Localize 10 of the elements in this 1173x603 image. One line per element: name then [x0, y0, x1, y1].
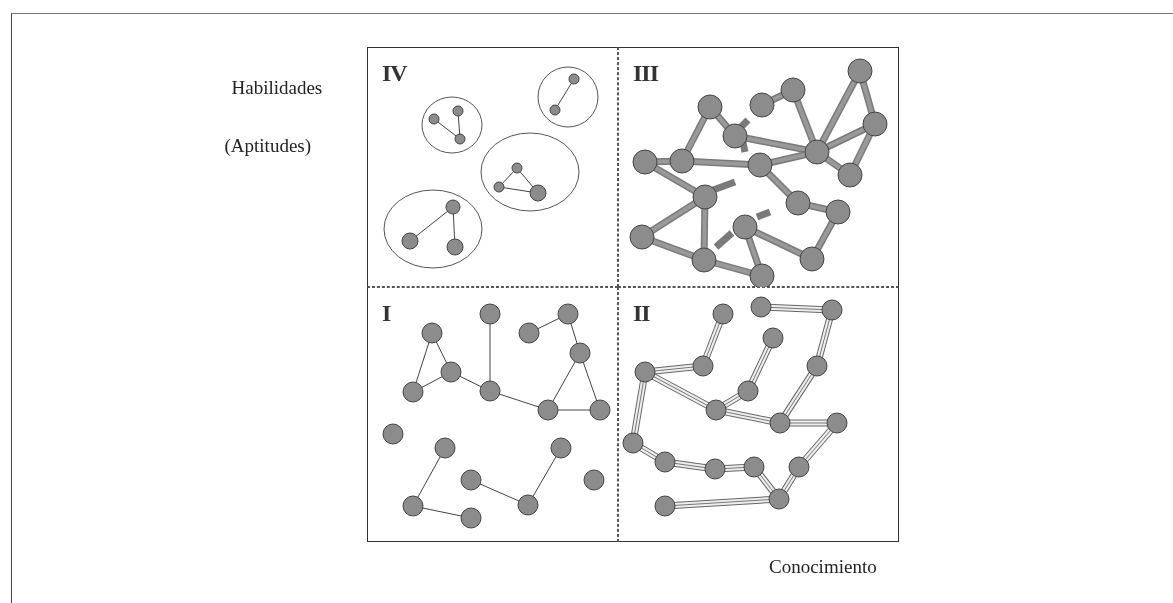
roman-numeral: IV	[382, 60, 407, 87]
roman-numeral: II	[633, 300, 650, 327]
quadrant-panel	[367, 287, 618, 542]
roman-numeral: III	[633, 60, 659, 87]
roman-numeral: I	[382, 300, 391, 327]
quadrant-panel	[367, 47, 618, 287]
axis-label: (Aptitudes)	[224, 135, 312, 157]
axis-label: Conocimiento	[769, 556, 877, 578]
axis-label: Habilidades	[231, 77, 323, 99]
quadrant-panel	[618, 287, 899, 542]
